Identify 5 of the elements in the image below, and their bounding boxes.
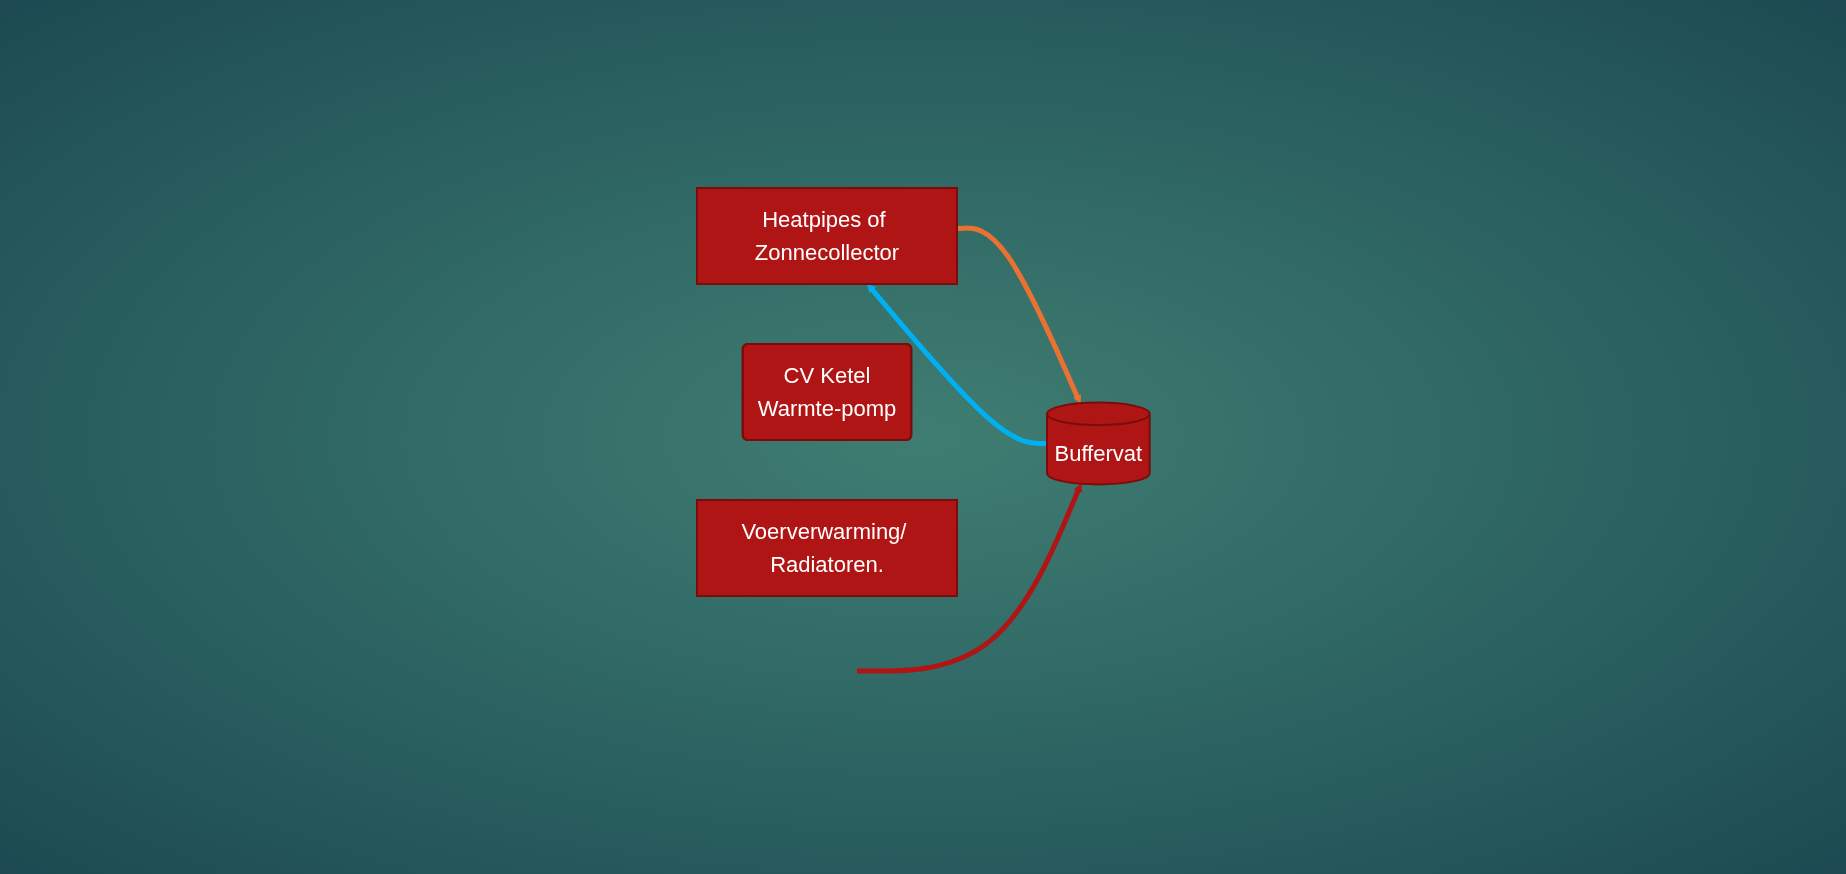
arrow — [956, 225, 1081, 404]
node-box: Heatpipes of Zonnecollector — [695, 187, 958, 285]
node-box: Voerverwarming/ Radiatoren. — [695, 499, 958, 597]
arrow — [856, 483, 1082, 674]
arrow — [866, 283, 1047, 446]
